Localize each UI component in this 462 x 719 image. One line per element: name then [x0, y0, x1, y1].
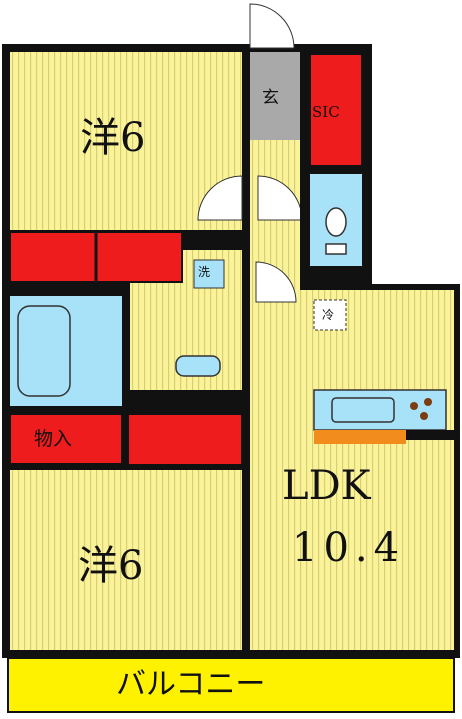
fridge-space — [313, 299, 347, 331]
bathtub-icon — [17, 305, 71, 397]
balcony-area — [7, 657, 455, 713]
western-room-1-label: 洋6 — [80, 115, 146, 161]
sic-closet — [309, 53, 363, 167]
stove-icon — [410, 402, 418, 410]
sic-label: SIC — [312, 103, 340, 121]
ldk-size-label: 10.4 — [292, 525, 406, 571]
balcony-label: バルコニー — [116, 667, 266, 702]
washbasin-icon — [175, 355, 221, 377]
ldk-label: LDK — [282, 463, 371, 509]
entrance-label: 玄 — [262, 88, 279, 108]
fridge-label: 冷 — [322, 308, 335, 322]
storage-label: 物入 — [34, 428, 73, 450]
washroom-label: 洗 — [198, 265, 211, 279]
entrance-floor — [250, 52, 302, 140]
western-room-2-label: 洋6 — [78, 543, 144, 589]
western-room-2-floor — [10, 470, 242, 650]
ldk-floor — [250, 290, 454, 650]
washer-space — [193, 259, 225, 289]
closet-room-2 — [127, 413, 243, 467]
front-door — [249, 3, 295, 49]
toilet-icon — [325, 207, 347, 237]
